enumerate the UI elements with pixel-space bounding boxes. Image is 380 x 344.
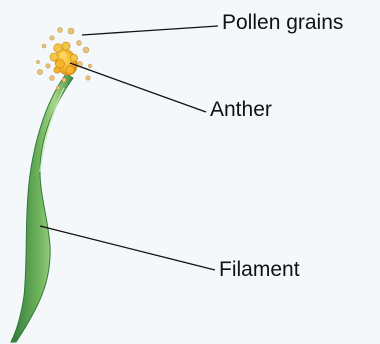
filament-pointer (40, 226, 215, 270)
anther-pointer (70, 63, 206, 112)
anther-head (50, 42, 82, 79)
pollen-grains-label: Pollen grains (222, 12, 343, 33)
filament-stalk (11, 74, 73, 342)
anther-label: Anther (210, 99, 272, 120)
filament-label: Filament (219, 259, 300, 280)
pollen-grains-pointer (82, 26, 218, 35)
